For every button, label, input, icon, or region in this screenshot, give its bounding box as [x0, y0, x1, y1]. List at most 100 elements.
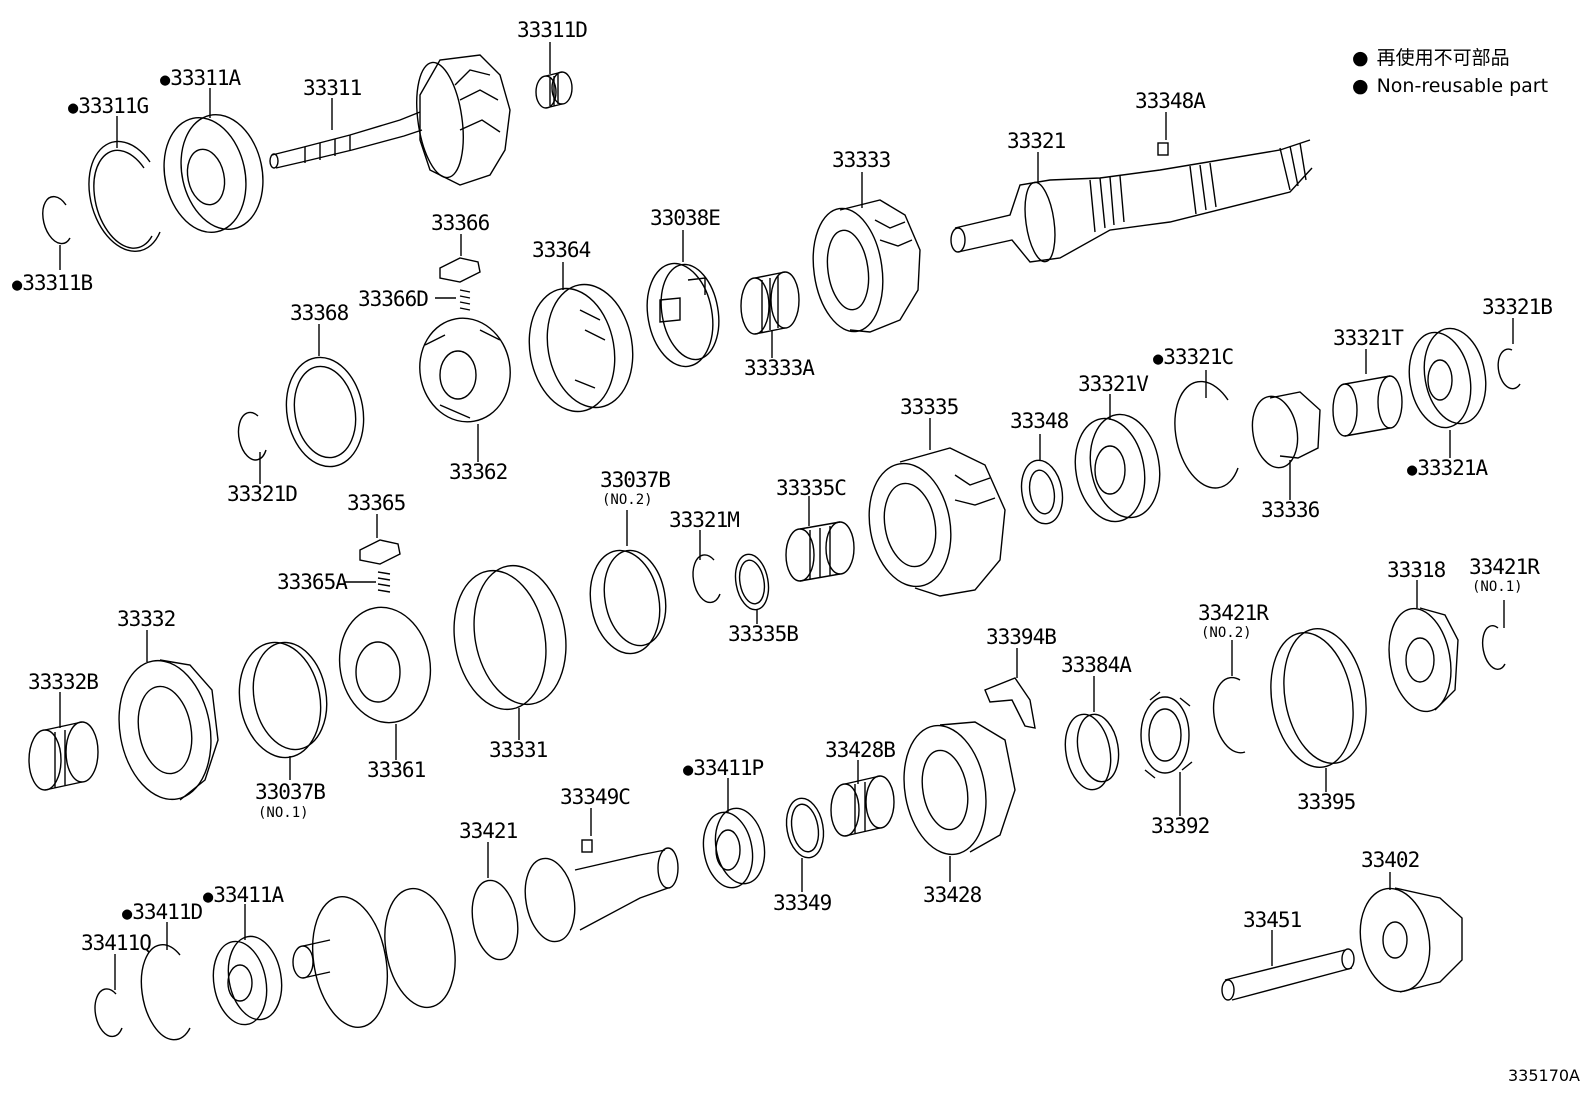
part-label-33428B: 33428B [825, 738, 896, 762]
part-label-33421R-no2: 33421R [1198, 601, 1269, 625]
needle-bearing-33311D [535, 71, 573, 109]
part-label-33349: 33349 [773, 891, 832, 915]
snap-ring-33321D [237, 411, 267, 461]
snap-ring-33411D [140, 944, 191, 1041]
sleeve-33395 [1270, 627, 1367, 769]
part-label-33349C: 33349C [560, 785, 631, 809]
gear-33428 [903, 721, 1016, 856]
legend-en: Non-reusable part [1352, 72, 1548, 100]
part-label-33421: 33421 [459, 819, 518, 843]
snap-ring-33321C [1174, 380, 1239, 489]
snap-ring-33421R-no2 [1212, 676, 1246, 754]
input-shaft-33311 [269, 54, 511, 186]
part-label-33366: 33366 [431, 211, 490, 235]
part-label-33318: 33318 [1387, 558, 1446, 582]
part-label-33361: 33361 [367, 758, 426, 782]
ring-33384A [1064, 713, 1120, 791]
part-label-33037B-no2: 33037B [600, 468, 671, 492]
part-label-33333: 33333 [832, 148, 891, 172]
part-label-33411P: 33411P [683, 758, 764, 779]
part-label-33311A: 33311A [160, 68, 241, 89]
part-label-33384A: 33384A [1061, 653, 1132, 677]
part-sublabel-no1-right: (NO.1) [1472, 579, 1523, 595]
legend: 再使用不可部品 Non-reusable part [1352, 44, 1548, 100]
snap-ring-33321M [692, 554, 721, 604]
gear-33336 [1251, 391, 1321, 469]
part-label-33321M: 33321M [669, 508, 740, 532]
needle-bearing-33335C [785, 521, 855, 582]
figure-number: 335170A [1507, 1066, 1580, 1085]
part-label-33421R-no1: 33421R [1469, 555, 1540, 579]
ring-33349 [785, 797, 825, 859]
part-label-33321C: 33321C [1153, 347, 1234, 368]
part-label-33333A: 33333A [744, 356, 815, 380]
part-label-33411D: 33411D [122, 902, 203, 923]
part-label-33321B: 33321B [1482, 295, 1553, 319]
part-label-33335C: 33335C [776, 476, 847, 500]
legend-ja: 再使用不可部品 [1352, 44, 1548, 72]
shaft-33451 [1221, 948, 1355, 1001]
pin-33349C [581, 839, 593, 853]
part-label-33335: 33335 [900, 395, 959, 419]
gear-33402 [1359, 887, 1463, 993]
part-label-33365: 33365 [347, 491, 406, 515]
needle-bearing-33333A [740, 271, 800, 335]
collar-33348 [1020, 459, 1064, 525]
part-label-33311D: 33311D [517, 18, 588, 42]
part-label-33332B: 33332B [28, 670, 99, 694]
part-label-33336: 33336 [1261, 498, 1320, 522]
retainer-33394B [984, 677, 1036, 729]
part-label-33428: 33428 [923, 883, 982, 907]
needle-bearing-33428B [830, 775, 895, 837]
part-label-33365A: 33365A [277, 570, 348, 594]
snap-ring-33321B [1497, 348, 1521, 390]
part-label-33321T: 33321T [1333, 326, 1404, 350]
part-label-33411A: 33411A [203, 885, 284, 906]
part-label-33311G: 33311G [68, 96, 149, 117]
counter-shaft-33421 [292, 847, 679, 1028]
part-sublabel-no1: (NO.1) [258, 805, 309, 821]
part-label-33321D: 33321D [227, 482, 298, 506]
hub-33362 [419, 317, 511, 423]
spring-33365A [377, 571, 391, 593]
part-label-33392: 33392 [1151, 814, 1210, 838]
part-label-33451: 33451 [1243, 908, 1302, 932]
part-label-33321: 33321 [1007, 129, 1066, 153]
gear-33333 [812, 199, 921, 333]
synchronizer-ring-33037B-no2 [589, 549, 667, 655]
snap-ring-33311G [88, 140, 161, 252]
part-label-33348: 33348 [1010, 409, 1069, 433]
part-label-33321V: 33321V [1078, 372, 1149, 396]
part-label-33402: 33402 [1361, 848, 1420, 872]
part-label-33331: 33331 [489, 738, 548, 762]
gear-33318 [1388, 607, 1459, 713]
snap-ring-33311B [42, 195, 71, 245]
snap-ring-33411Q [94, 988, 123, 1038]
gear-33335 [868, 447, 1006, 597]
part-label-33321A: 33321A [1407, 458, 1488, 479]
part-label-33037B-no1: 33037B [255, 780, 326, 804]
part-label-33311: 33311 [303, 76, 362, 100]
gear-33332 [118, 659, 219, 801]
sleeve-33364 [528, 283, 634, 413]
ring-33335B [734, 553, 770, 611]
snap-ring-33421R-no1 [1481, 625, 1506, 670]
part-label-33038E: 33038E [650, 206, 721, 230]
part-label-33335B: 33335B [728, 622, 799, 646]
part-label-33394B: 33394B [986, 625, 1057, 649]
bearing-33321V [1074, 413, 1161, 523]
part-label-33364: 33364 [532, 238, 591, 262]
part-label-33411Q: 33411Q [81, 931, 152, 955]
bearing-33321A [1408, 327, 1487, 429]
bearing-33411A [212, 935, 283, 1026]
synchronizer-ring-33038E [646, 262, 720, 368]
key-33366 [439, 257, 481, 283]
bearing-33411P [702, 807, 766, 889]
output-shaft-33321 [950, 139, 1313, 263]
sleeve-33321T [1332, 375, 1403, 437]
part-label-33362: 33362 [449, 460, 508, 484]
bearing-33311A [163, 113, 264, 234]
part-label-33311B: 33311B [12, 273, 93, 294]
